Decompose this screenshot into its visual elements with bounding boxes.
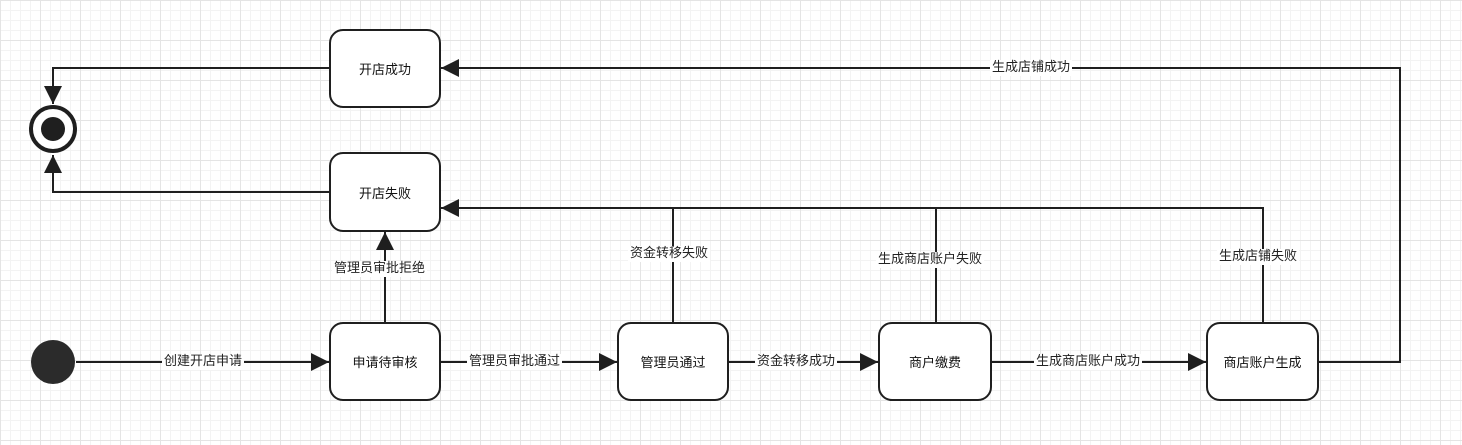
- label-account-create-fail: 生成商店账户失败: [876, 252, 985, 268]
- state-label: 开店失败: [358, 186, 411, 202]
- label-create-application: 创建开店申请: [162, 354, 245, 370]
- label-admin-approve: 管理员审批通过: [467, 354, 563, 370]
- label-fund-transfer-fail: 资金转移失败: [628, 246, 711, 262]
- state-account-created: 商店账户生成: [1206, 322, 1319, 401]
- state-merchant-payment: 商户缴费: [878, 322, 992, 401]
- edge-failure-to-final: [44, 155, 329, 193]
- state-admin-approved: 管理员通过: [617, 322, 729, 401]
- state-label: 管理员通过: [640, 356, 706, 371]
- state-pending-review: 申请待审核: [329, 322, 441, 401]
- label-fund-transfer-success: 资金转移成功: [755, 354, 838, 370]
- label-admin-reject: 管理员审批拒绝: [332, 261, 428, 277]
- final-state-dot: [41, 117, 65, 141]
- edge-store-create-success: [441, 59, 1401, 363]
- state-label: 商店账户生成: [1223, 356, 1302, 371]
- edge-success-to-final: [44, 67, 329, 104]
- label-account-create-success: 生成商店账户成功: [1034, 354, 1143, 370]
- initial-state: [31, 340, 75, 384]
- state-label: 开店成功: [358, 63, 411, 78]
- state-open-success: 开店成功: [329, 29, 441, 108]
- state-label: 商户缴费: [908, 356, 961, 371]
- edge-store-create-fail: [441, 199, 1264, 322]
- state-label: 申请待审核: [352, 356, 418, 371]
- label-store-create-success: 生成店铺成功: [990, 60, 1073, 76]
- state-open-failure: 开店失败: [329, 152, 441, 232]
- label-store-create-fail: 生成店铺失败: [1217, 249, 1300, 265]
